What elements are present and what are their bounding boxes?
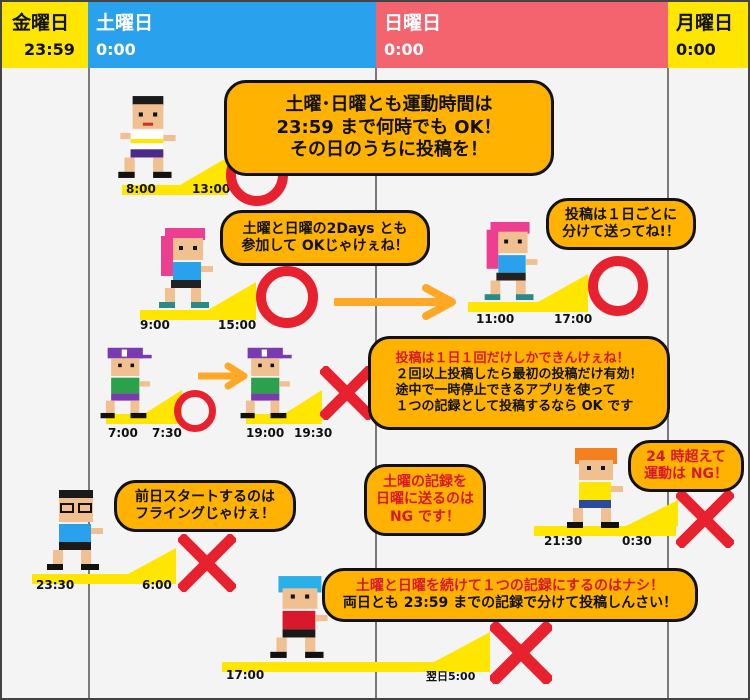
runner-black-hair-icon [118,96,176,178]
bubble-row6: 土曜と日曜を続けて１つの記録にするのはナシ！ 両日とも 23:59 までの記録で… [322,568,698,622]
time-bar-tip-row5 [128,548,176,574]
bubble-row2b: 投稿は１日ごとに 分けて送ってね!！ [546,198,696,250]
time-bar-row3b [246,414,322,424]
runner-purple-cap-icon [100,347,152,419]
bubble-row6-warning: 土曜と日曜を続けて１つの記録にするのはナシ！ [355,577,665,594]
header-saturday-day: 土曜日 [96,12,154,34]
time-bar-row6 [222,662,490,672]
start-time-row1: 8:00 [126,182,156,196]
time-bar-row5 [32,574,176,584]
start-time-row2b: 11:00 [476,312,515,326]
header-friday: 金曜日 23:59 [2,2,88,68]
end-time-row4: 0:30 [622,534,652,548]
ok-circle-icon [256,266,318,328]
runner-pink-hair-icon [484,221,538,301]
ng-cross-icon [320,366,374,420]
ng-cross-icon [490,622,552,684]
time-bar-tip-row2b [538,274,588,302]
time-bar-row1 [122,185,228,195]
bubble-row3-detail: ２回以上投稿したら最初の投稿だけ有効！ 途中で一時停止できるアプリを使って １つ… [395,366,643,415]
header-sunday-day: 日曜日 [384,12,442,34]
header-monday-time: 0:00 [676,40,716,59]
end-time-row5: 6:00 [142,578,172,592]
ok-circle-icon [588,256,648,316]
time-bar-tip-row6 [434,632,490,662]
start-time-row6: 17:00 [226,668,265,682]
bubble-row3: 投稿は１日１回だけしかできんけぇね！ ２回以上投稿したら最初の投稿だけ有効！ 途… [368,336,670,430]
bubble-row5: 前日スタートするのは フライングじゃけぇ！ [114,480,296,532]
end-time-row1: 13:00 [192,182,231,196]
start-time-row3b: 19:00 [246,426,285,440]
header-friday-time: 23:59 [24,40,75,59]
bubble-row4b: 24 時超えて 運動は NG！ [628,440,744,492]
header-saturday-time: 0:00 [96,40,136,59]
bubble-row1: 土曜･日曜とも運動時間は 23:59 まで何時でも OK！ その日のうちに投稿を… [224,80,554,176]
divider-fri-sat [88,68,90,698]
bubble-row4: 土曜の記録を 日曜に送るのは NG です！ [364,464,486,536]
bubble-row6-detail: 両日とも 23:59 までの記録で分けて投稿しんさい！ [342,595,678,611]
time-bar-tip-row3b [284,390,322,414]
bubble-row3-warning: 投稿は１日１回だけしかできんけぇね！ [395,350,630,366]
time-bar-row2a [140,310,256,320]
arrow-right-icon [334,284,456,320]
runner-pink-hair-icon [159,228,213,308]
time-bar-row2b [468,302,588,312]
time-bar-tip-row1 [180,157,228,185]
end-time-row6: 翌日5:00 [426,670,476,683]
bubble-row2: 土曜と日曜の2Days とも 参加して OKじゃけぇね！ [220,210,430,266]
start-time-row3a: 7:00 [108,426,138,440]
runner-blue-hair-icon [270,576,328,658]
time-bar-row3a [106,414,182,424]
ok-circle-icon [174,390,216,432]
runner-purple-cap-icon [240,347,292,419]
header-sunday: 日曜日 0:00 [376,2,668,68]
arrow-right-small-icon [198,362,248,390]
end-time-row2b: 17:00 [554,312,593,326]
header-friday-day: 金曜日 [12,12,70,34]
time-bar-tip-row2a [208,282,256,310]
start-time-row4: 21:30 [544,534,583,548]
time-bar-row4 [534,526,676,536]
header-saturday: 土曜日 0:00 [88,2,376,68]
runner-orange-hair-icon [567,448,623,528]
end-time-row3a: 7:30 [152,426,182,440]
time-bar-tip-row4 [626,500,678,526]
ng-cross-icon [676,490,734,548]
header-monday-day: 月曜日 [676,12,734,34]
ng-cross-icon [178,534,236,592]
end-time-row3b: 19:30 [294,426,333,440]
start-time-row5: 23:30 [36,578,75,592]
start-time-row2a: 9:00 [140,318,170,332]
header-monday: 月曜日 0:00 [668,2,748,68]
end-time-row2a: 15:00 [218,318,257,332]
header-sunday-time: 0:00 [384,40,424,59]
runner-glasses-icon [47,490,103,570]
